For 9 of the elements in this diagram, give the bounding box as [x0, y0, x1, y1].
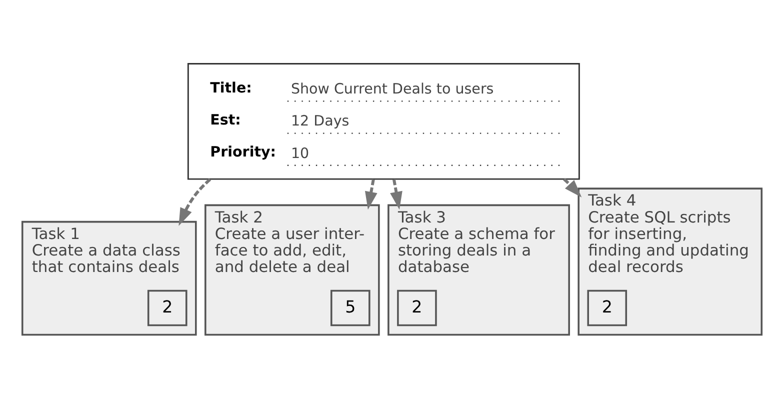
node-box: 5 [330, 290, 370, 326]
node-box: 2 [397, 290, 437, 326]
arrow [563, 178, 582, 198]
node-box: Title: Show Current Deals to users Est: 12 Days Priority: 10 [187, 63, 580, 180]
arrow [178, 178, 212, 226]
node-box: 2 [147, 290, 188, 326]
node-box: 2 [587, 290, 628, 326]
arrow [390, 179, 402, 210]
arrow [364, 179, 378, 210]
